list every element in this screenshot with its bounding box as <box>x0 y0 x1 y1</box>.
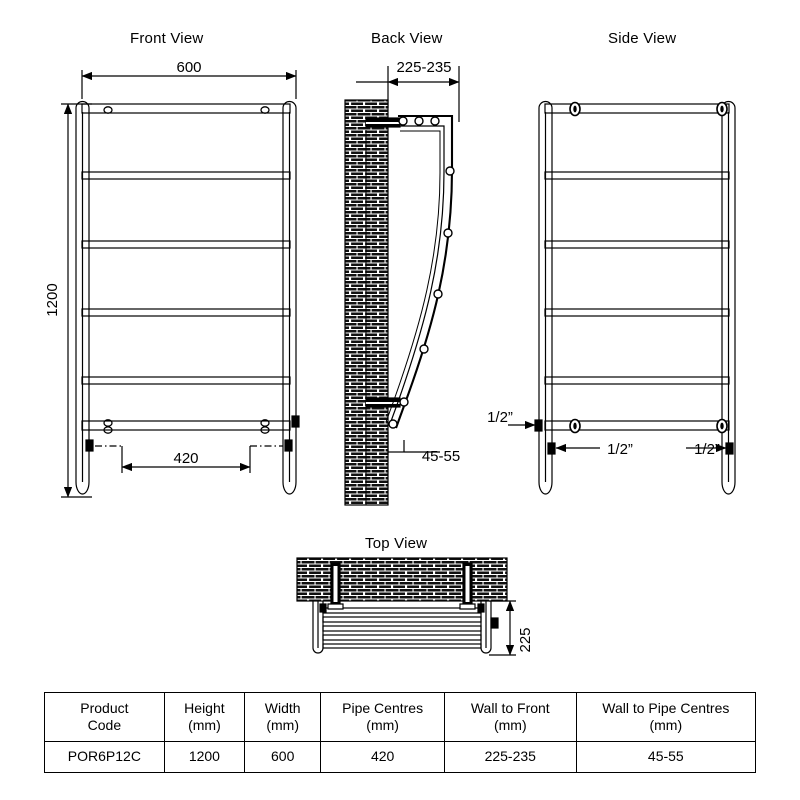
front-width-label: 600 <box>176 59 201 76</box>
table-header-product-code: Product Code <box>44 692 165 742</box>
table-header-wall-to-pipe-centres: Wall to Pipe Centres (mm) <box>575 692 757 742</box>
back-rung-circles <box>388 116 455 429</box>
table-header-height: Height (mm) <box>163 692 246 742</box>
front-view-group <box>61 70 300 498</box>
top-depth-label: 225 <box>517 627 534 652</box>
front-width-dimension <box>81 70 297 99</box>
cell-height: 1200 <box>163 741 246 773</box>
cell-pipe-centres: 420 <box>320 741 445 773</box>
side-valve-leaders <box>508 420 727 453</box>
front-height-label: 1200 <box>44 283 61 316</box>
front-pipe-centres-label: 420 <box>173 450 198 467</box>
front-joint-marks <box>103 106 270 434</box>
front-rails <box>81 103 291 431</box>
header-line-1: Wall to Front <box>470 699 550 716</box>
side-valve-marks <box>569 101 728 434</box>
view-title-top: Top View <box>365 535 428 552</box>
top-wall-brackets <box>327 562 476 610</box>
header-line-2: (mm) <box>266 717 300 733</box>
back-wall-to-pipe-centres-label: 45-55 <box>422 448 460 465</box>
back-wall-to-pipe-centres-dimension <box>387 432 440 455</box>
side-post-right <box>721 100 736 495</box>
back-profile-inner2 <box>385 130 441 423</box>
specification-table: Product Code Height (mm) Width (mm) Pipe… <box>44 692 757 773</box>
table-header-wall-to-front: Wall to Front (mm) <box>443 692 577 742</box>
header-line-1: Height <box>184 699 225 716</box>
table-header-row: Product Code Height (mm) Width (mm) Pipe… <box>44 692 757 742</box>
header-line-2: Code <box>87 717 122 733</box>
cell-product-code: POR6P12C <box>44 741 165 773</box>
top-view-group <box>296 557 516 656</box>
back-top-bracket <box>365 117 401 128</box>
cell-wall-to-pipe-centres: 45-55 <box>575 741 757 773</box>
side-rails <box>544 103 730 431</box>
view-title-back: Back View <box>371 30 443 47</box>
cell-wall-to-front: 225-235 <box>443 741 577 773</box>
back-profile-outer <box>395 114 454 429</box>
front-valve-stubs <box>85 415 300 452</box>
front-post-left <box>75 100 90 495</box>
back-profile-inner <box>389 125 445 425</box>
header-line-2: (mm) <box>366 717 399 733</box>
table-header-width: Width (mm) <box>244 692 322 742</box>
back-wall-to-front-label: 225-235 <box>396 59 451 76</box>
side-post-left <box>538 100 553 495</box>
top-wall-brick <box>296 557 508 602</box>
side-view-group <box>508 100 736 495</box>
top-depth-dimension <box>489 600 516 656</box>
view-title-front: Front View <box>130 30 204 47</box>
header-line-2: (mm) <box>188 717 221 733</box>
top-stubs <box>319 603 499 629</box>
front-pipe-centres-dimension <box>121 446 251 473</box>
side-valve-right-label: 1/2” <box>694 441 720 458</box>
header-line-1: Pipe Centres <box>342 699 424 716</box>
back-view-group <box>344 66 460 506</box>
cell-width: 600 <box>244 741 322 773</box>
side-connection-stubs <box>534 419 734 455</box>
front-post-right <box>282 100 297 495</box>
header-line-1: Width <box>264 699 301 716</box>
top-rail-bars <box>322 607 482 649</box>
side-valve-top-label: 1/2” <box>487 409 513 426</box>
header-line-1: Product <box>80 699 129 716</box>
header-line-1: Wall to Pipe Centres <box>602 699 730 716</box>
table-header-pipe-centres: Pipe Centres (mm) <box>320 692 445 742</box>
header-line-2: (mm) <box>493 717 527 733</box>
side-valve-left-label: 1/2” <box>607 441 633 458</box>
view-title-side: Side View <box>608 30 677 47</box>
back-bottom-bracket <box>365 397 401 408</box>
table-row: POR6P12C 1200 600 420 225-235 45-55 <box>44 741 757 773</box>
header-line-2: (mm) <box>649 717 683 733</box>
